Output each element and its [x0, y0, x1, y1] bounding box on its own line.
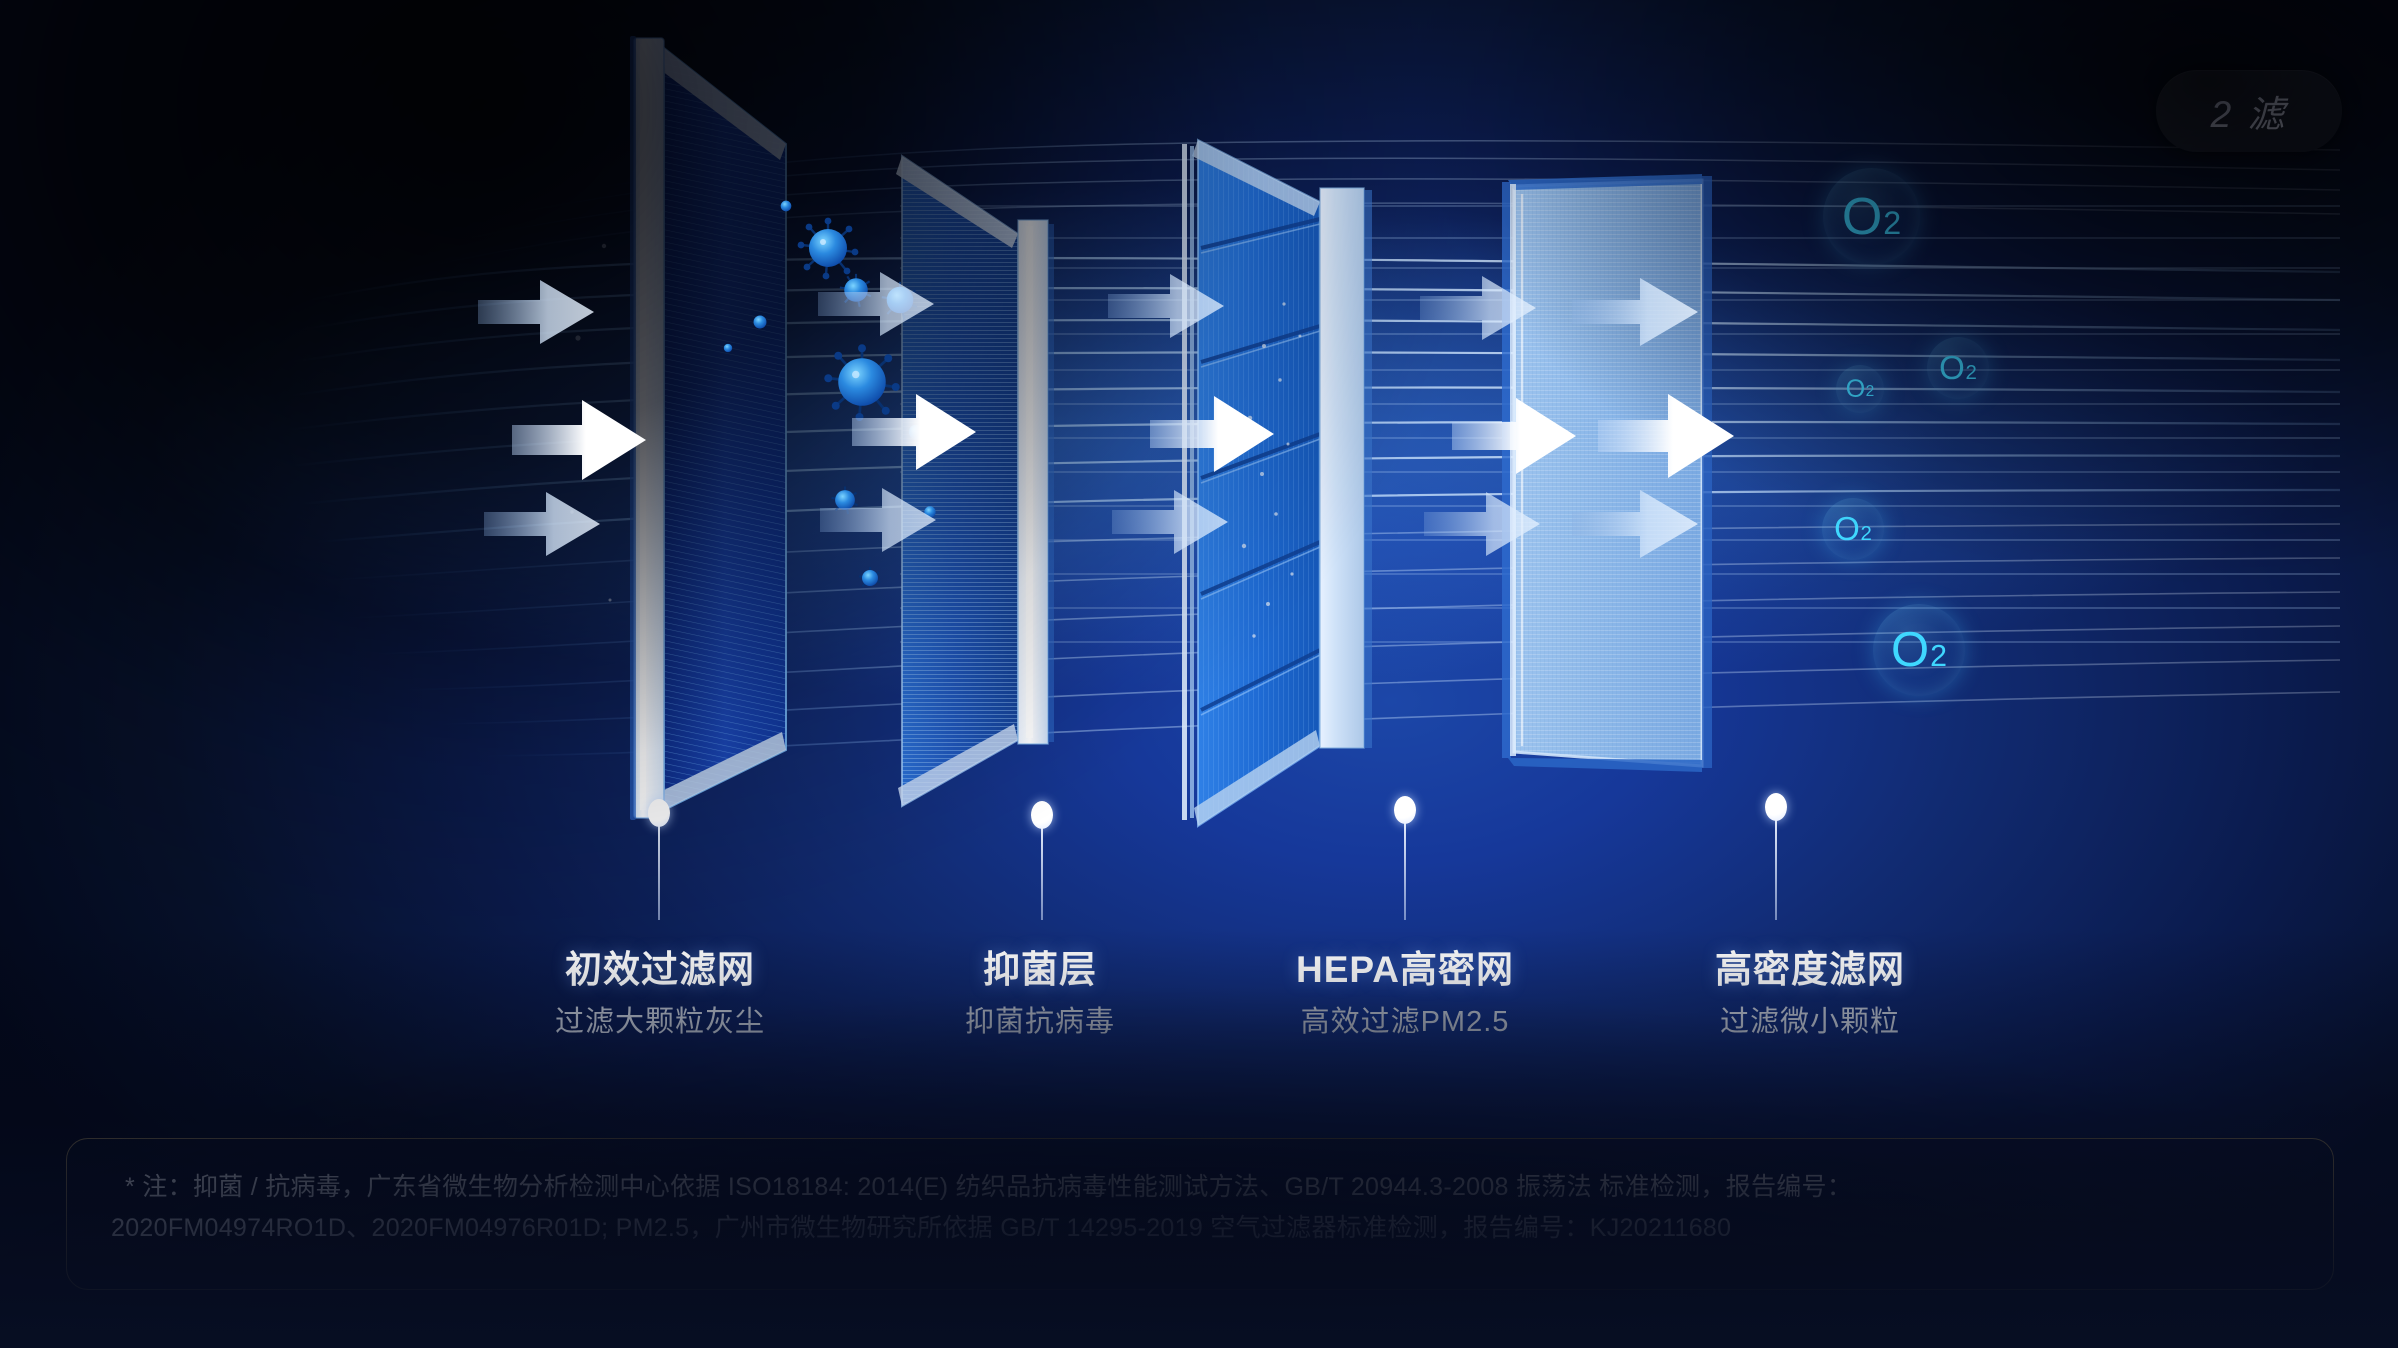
callout-line-2: [1041, 828, 1043, 920]
callout-dot-2: [1031, 801, 1053, 829]
callout-dot-3: [1394, 796, 1416, 824]
o2-subscript: 2: [1865, 383, 1875, 401]
callout-dot-4: [1765, 793, 1787, 821]
callout-dot-1: [648, 799, 670, 827]
filter-title-4: 高密度滤网: [1715, 949, 1905, 990]
footnote-line-1: * 注：抑菌 / 抗病毒，广东省微生物分析检测中心依据 ISO18184: 20…: [125, 1173, 1853, 1201]
filter-label-4: 高密度滤网 过滤微小颗粒: [1570, 949, 2050, 1039]
filter-count-badge[interactable]: 2 滤: [2156, 70, 2342, 152]
filter-subtitle-4: 过滤微小颗粒: [1719, 1005, 1900, 1038]
o2-symbol: O: [1845, 374, 1866, 403]
filter-panel-hepa: [1168, 126, 1488, 851]
o2-subscript: 2: [1883, 205, 1902, 242]
filter-panel-high-density: [1488, 174, 1798, 819]
footnote-box: * 注：抑菌 / 抗病毒，广东省微生物分析检测中心依据 ISO18184: 20…: [66, 1138, 2334, 1290]
o2-symbol: O: [1891, 623, 1930, 677]
o2-subscript: 2: [1860, 521, 1872, 545]
footnote-line-2: 2020FM04974RO1D、2020FM04976R01D; PM2.5，广…: [111, 1213, 1732, 1242]
filter-panel-antibacterial: [880, 138, 1170, 833]
o2-symbol: O: [1939, 349, 1965, 386]
callout-line-1: [658, 826, 660, 920]
callout-line-3: [1404, 823, 1406, 920]
o2-subscript: 2: [1965, 360, 1977, 384]
o2-symbol: O: [1834, 510, 1860, 547]
o2-subscript: 2: [1930, 639, 1947, 674]
o2-symbol: O: [1841, 187, 1883, 246]
callout-line-4: [1775, 820, 1777, 920]
